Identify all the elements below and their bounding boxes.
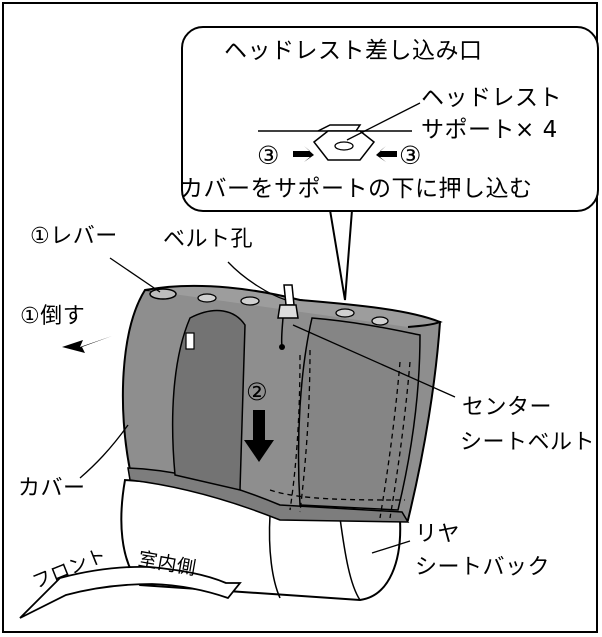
cover-shape [121, 284, 443, 523]
arrow-right [293, 146, 314, 162]
center-belt-label-line1: センター [462, 395, 553, 420]
center-belt-label-line2: シートベルト [460, 430, 596, 455]
lever-label: ①レバー [30, 224, 118, 249]
callout-instruction: カバーをサポートの下に押し込む [180, 176, 533, 202]
support-label-line1: ヘッドレスト [421, 85, 562, 111]
front-interior-arrow [19, 565, 242, 619]
arrow-left [376, 146, 397, 162]
marker-right: ③ [399, 141, 422, 170]
callout-title: ヘッドレスト差し込み口 [224, 38, 483, 64]
support-label-line2: サポート× 4 [421, 117, 558, 143]
belt-hole-label: ベルト孔 [163, 227, 254, 252]
step2-label: ② [246, 378, 269, 406]
push-down-arrow [244, 410, 274, 462]
leader-lines [79, 257, 456, 554]
tilt-label: ①倒す [20, 304, 86, 329]
headrest-callout [181, 26, 599, 212]
rear-back-label-line2: シートバック [415, 555, 551, 580]
cover-label: カバー [18, 476, 86, 501]
callout-tail [329, 209, 353, 301]
marker-left: ③ [257, 141, 280, 170]
tilt-arrow [62, 336, 112, 353]
rear-back-label-line1: リヤ [415, 522, 461, 547]
lever-hole [149, 288, 177, 300]
headrest-support-holes [149, 288, 389, 326]
center-seatbelt [277, 284, 299, 350]
